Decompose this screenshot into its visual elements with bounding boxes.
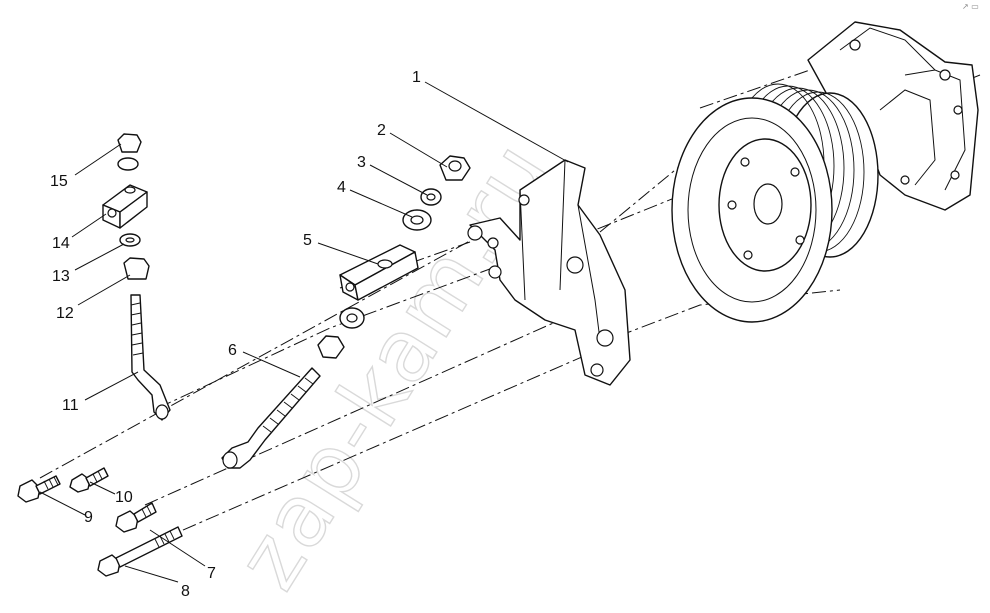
- callout-8: 8: [181, 583, 190, 600]
- part-8-long-flange-bolt: [97, 526, 183, 577]
- callout-labels: 1 2 3 4 5 6 7 8 9 10 11 12 13 14 15: [50, 69, 421, 600]
- part-10-flange-bolt: [69, 467, 109, 493]
- callout-5: 5: [303, 232, 312, 249]
- part-14-adapter-block: [102, 184, 148, 229]
- callout-11: 11: [62, 397, 79, 414]
- callout-3: 3: [357, 154, 366, 171]
- callout-14: 14: [52, 235, 70, 252]
- corner-mark: ↗ ▭: [962, 2, 979, 11]
- part-3-washer-hole: [426, 193, 436, 201]
- callout-10: 10: [115, 489, 133, 506]
- fan-drive-pulley-assembly: [671, 21, 979, 323]
- leader-lines: [39, 81, 569, 583]
- part-5-spacer-block: [339, 244, 419, 301]
- callout-12: 12: [56, 305, 74, 322]
- part-6-threaded-tube: [221, 367, 321, 469]
- washer-axis-6-hole: [346, 313, 358, 323]
- callout-2: 2: [377, 122, 386, 139]
- part-15-washer: [117, 157, 139, 171]
- callout-15: 15: [50, 173, 68, 190]
- part-15-nut: [117, 133, 142, 153]
- watermark-text: zap-kam.ru: [218, 125, 571, 607]
- callout-4: 4: [337, 179, 346, 196]
- part-2-nut: [439, 155, 471, 181]
- mounting-bracket: [467, 159, 631, 386]
- callout-13: 13: [52, 268, 70, 285]
- callout-1: 1: [412, 69, 421, 86]
- callout-7: 7: [207, 565, 216, 582]
- part-7-flange-bolt: [115, 502, 157, 533]
- part-4-washer-hole: [410, 215, 424, 225]
- part-13-washer-hole: [125, 237, 135, 243]
- part-11-threaded-tube: [130, 294, 171, 421]
- part-12-nut: [123, 257, 150, 280]
- callout-9: 9: [84, 509, 93, 526]
- nut-axis-6: [317, 335, 345, 359]
- part-9-flange-bolt: [17, 475, 61, 503]
- callout-6: 6: [228, 342, 237, 359]
